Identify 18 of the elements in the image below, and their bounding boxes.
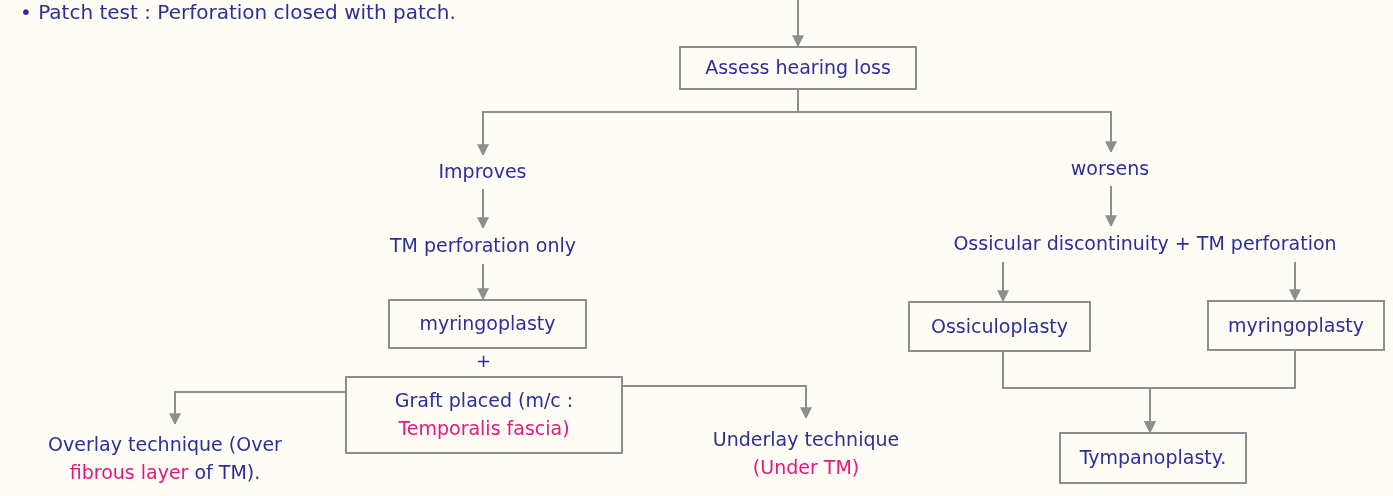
arrow	[792, 0, 804, 48]
arrow	[1105, 185, 1117, 228]
process-box: Tympanoplasty.	[1059, 432, 1247, 484]
arrow	[477, 263, 489, 301]
arrow	[1144, 350, 1296, 434]
arrow	[169, 391, 346, 426]
process-box: myringoplasty	[388, 299, 587, 349]
arrow	[797, 89, 1117, 154]
process-box: myringoplasty	[1207, 300, 1385, 351]
process-box: Ossiculoplasty	[908, 301, 1091, 352]
note-text: • Patch test : Perforation closed with patch.	[20, 0, 456, 24]
arrow	[997, 261, 1009, 303]
process-box: Assess hearing loss	[679, 46, 917, 90]
process-box: Graft placed (m/c : Temporalis fascia)	[345, 376, 623, 454]
plus-sign: +	[476, 350, 492, 371]
arrow	[622, 385, 812, 420]
arrow	[477, 188, 489, 230]
arrow	[1289, 261, 1301, 302]
